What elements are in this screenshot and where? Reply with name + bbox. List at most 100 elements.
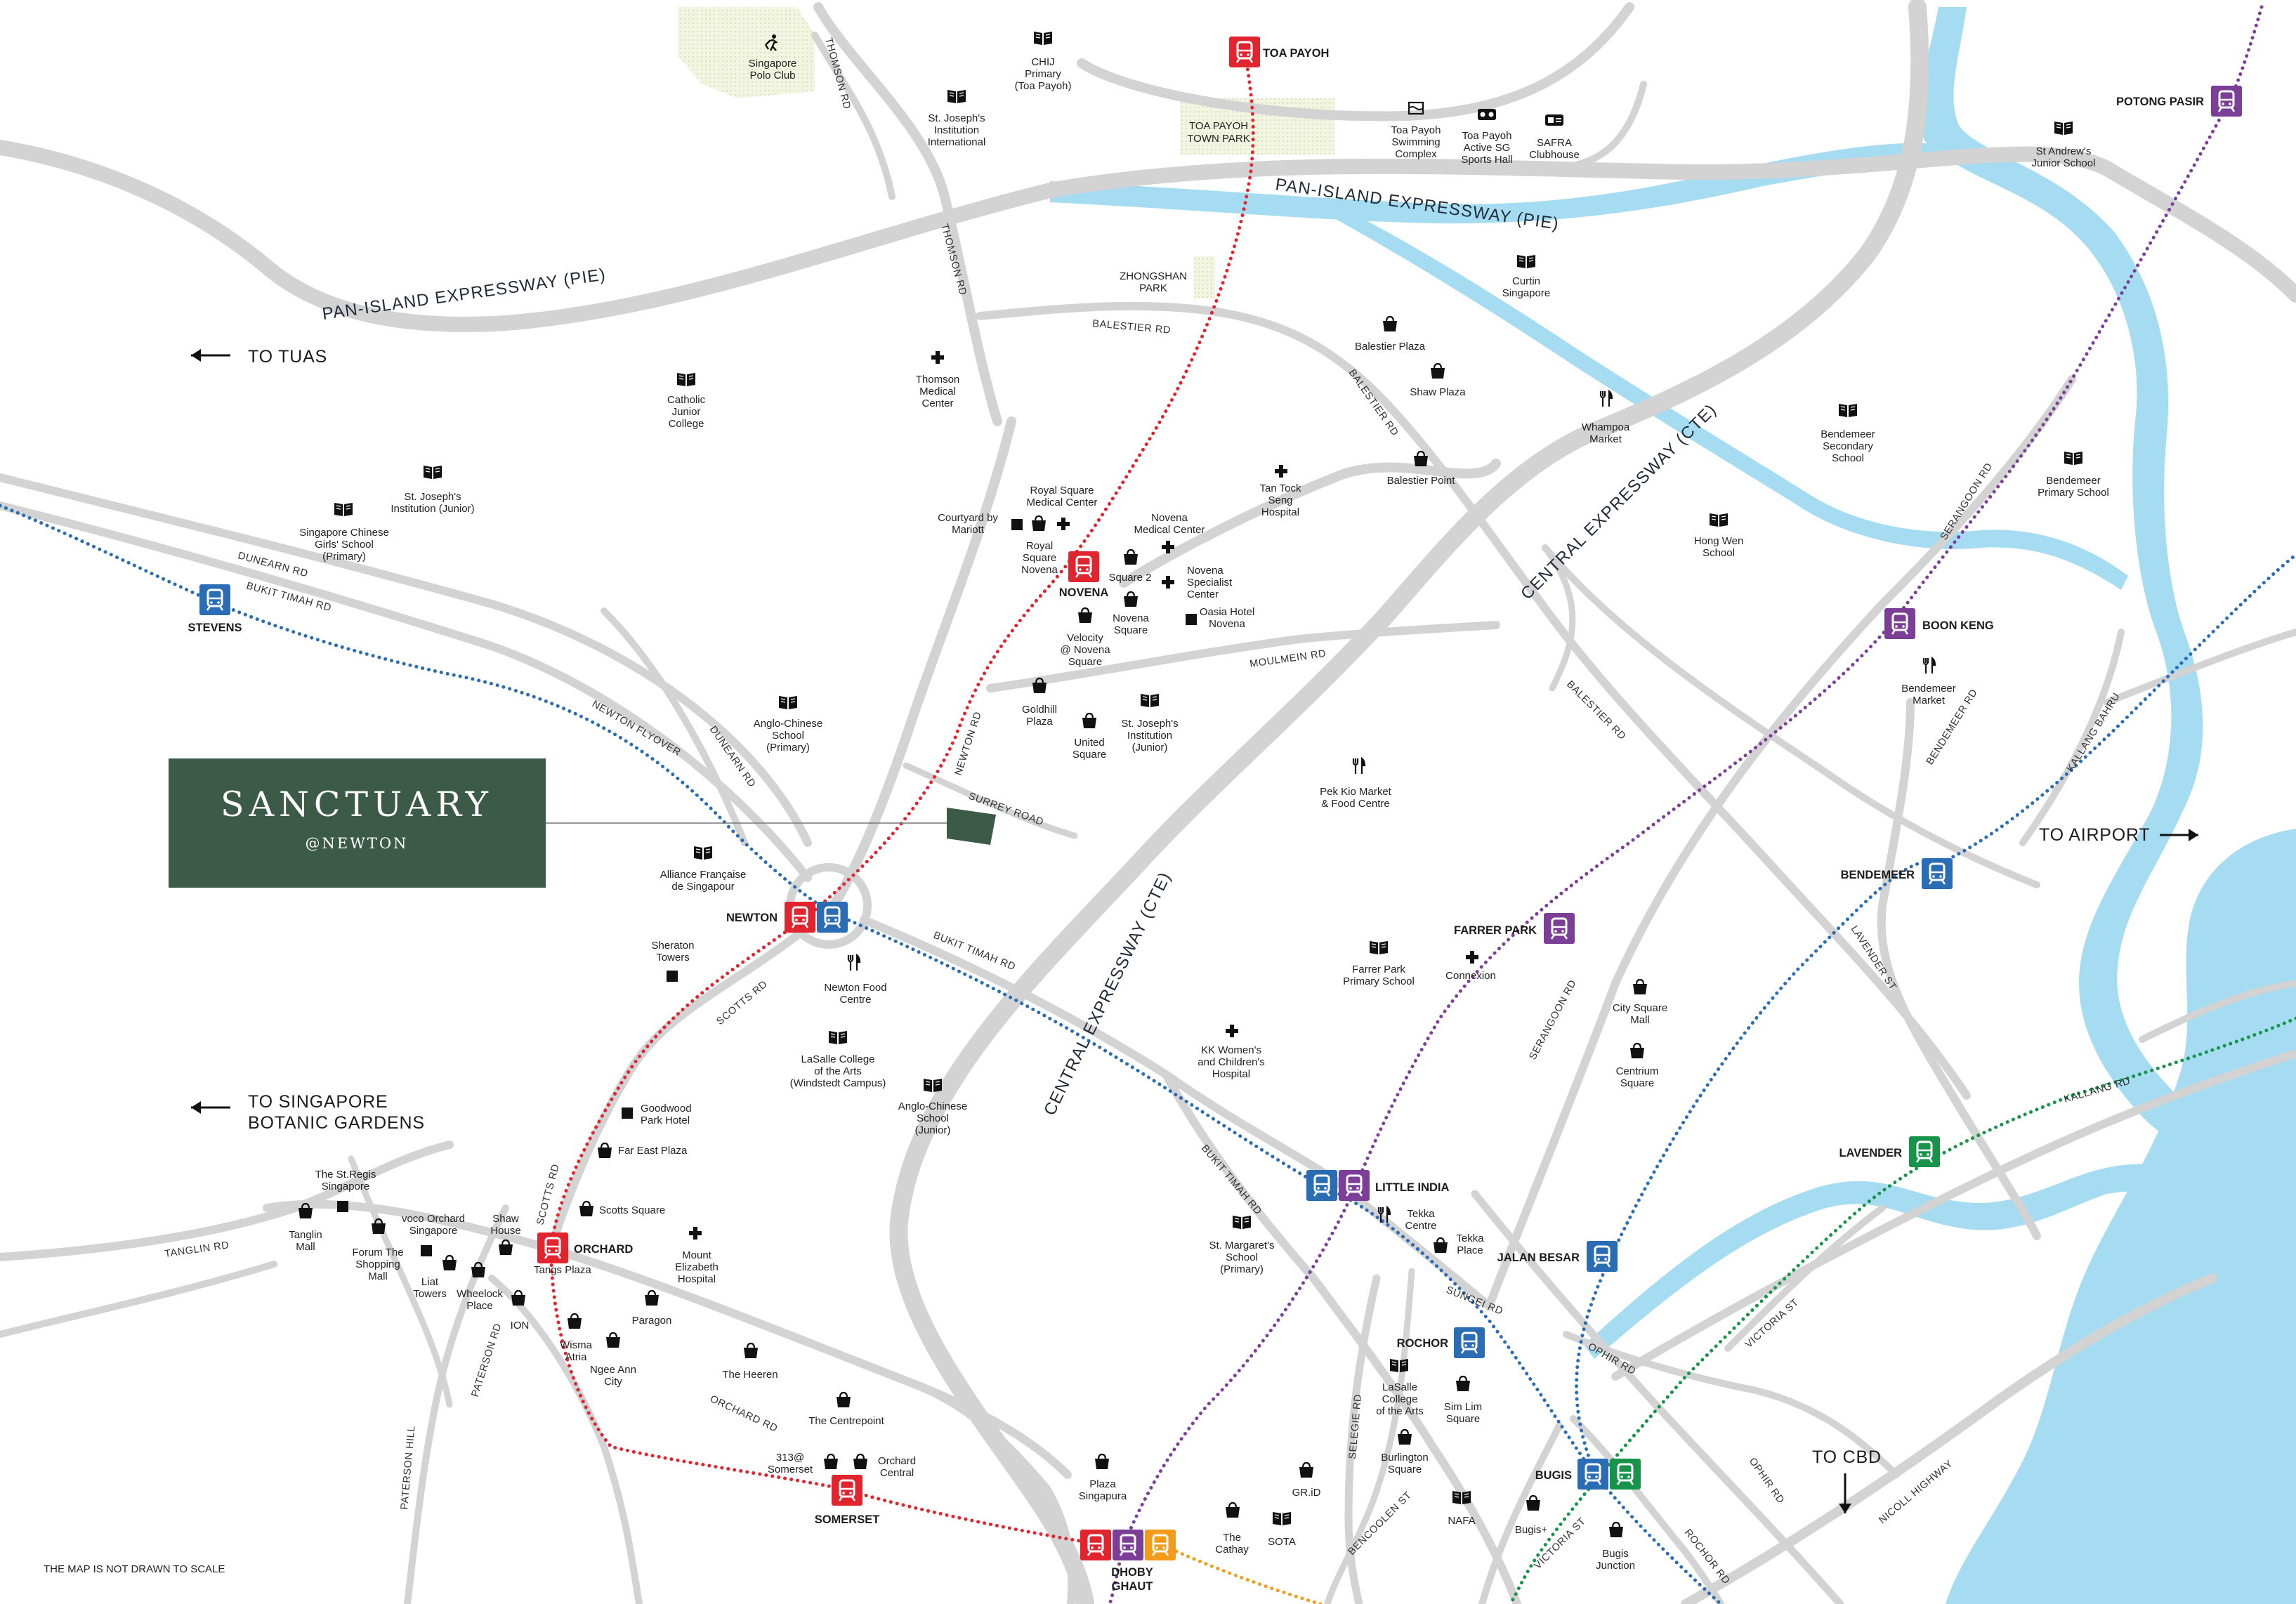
poi-label: (Junior) [915, 1124, 951, 1136]
poi-label: Burlington [1381, 1452, 1429, 1464]
arrow-left-icon [191, 349, 230, 362]
poi-label: Centre [839, 994, 871, 1006]
direction-to-botanic: TO SINGAPORE [248, 1092, 388, 1112]
poi-label: SAFRA [1537, 137, 1572, 149]
development-name: SANCTUARY [221, 784, 493, 824]
poi-label: (Primary) [322, 551, 366, 563]
map-disclaimer: THE MAP IS NOT DRAWN TO SCALE [44, 1563, 225, 1575]
school-icon [1033, 31, 1053, 46]
road-label: KALLANG BAHRU [2065, 691, 2123, 774]
poi-label: Scotts Square [599, 1204, 665, 1216]
shopping-icon [852, 1453, 869, 1471]
poi-label: Complex [1395, 148, 1437, 160]
poi-label: Secondary [1823, 440, 1873, 452]
medical-icon [1226, 1025, 1238, 1037]
poi-label: @ Novena [1060, 644, 1110, 656]
poi-label: Medical Center [1027, 497, 1098, 508]
school-icon [1232, 1215, 1252, 1230]
parks [678, 7, 1334, 298]
hotel-icon [1011, 519, 1023, 530]
shopping-icon [1382, 315, 1398, 333]
poi-label: Elizabeth [675, 1261, 719, 1273]
poi-label: Liat [421, 1276, 439, 1288]
shopping-icon [578, 1200, 595, 1218]
poi-label: Novena [1209, 618, 1245, 630]
poi-label: Specialist [1187, 577, 1233, 589]
svg-text:FARRER PARK: FARRER PARK [1454, 924, 1537, 937]
poi-label: St. Joseph's [928, 112, 985, 124]
arrow-left-icon [191, 1101, 230, 1114]
park-label: PARK [1139, 282, 1167, 294]
development-marker[interactable]: SANCTUARY @NEWTON [169, 758, 996, 888]
school-icon [1369, 940, 1389, 955]
mrt-stations[interactable]: TOA PAYOH POTONG PASIR NOVENA STEVENS BO… [188, 37, 2242, 1593]
shopping-icon [742, 1342, 759, 1360]
poi-label: Pek Kio Market [1320, 786, 1392, 798]
shopping-icon [1629, 1042, 1646, 1060]
poi-label: Farrer Park [1352, 964, 1405, 975]
medical-icon [1162, 576, 1174, 589]
shopping-icon [1122, 548, 1139, 566]
poi-label: Sheraton [652, 940, 695, 952]
poi-label: Singapura [1079, 1490, 1127, 1502]
svg-text:JALAN BESAR: JALAN BESAR [1497, 1251, 1580, 1264]
school-icon [1516, 254, 1536, 269]
poi-label: CHIJ [1031, 56, 1054, 68]
poi-label: House [490, 1225, 520, 1237]
hotel-icon [667, 971, 678, 982]
poi-label: Centre [1405, 1220, 1436, 1232]
poi-label: Bugis+ [1515, 1524, 1548, 1536]
shopping-icon [1608, 1521, 1625, 1539]
poi-label: United [1074, 737, 1104, 749]
park-label: TOWN PARK [1187, 133, 1249, 145]
poi-label: Anglo-Chinese [754, 718, 822, 730]
station-farrer-park: FARRER PARK [1454, 913, 1575, 944]
poi-label: Active SG [1464, 142, 1511, 154]
poi-label: Bendemeer [2046, 475, 2101, 487]
shopping-icon [1455, 1375, 1471, 1393]
school-icon [828, 1030, 848, 1045]
poi-label: Shaw Plaza [1410, 386, 1466, 398]
poi-label: Oasia Hotel [1200, 606, 1254, 618]
shopping-icon [1525, 1494, 1542, 1512]
poi-label: Tekka [1407, 1208, 1435, 1220]
svg-text:BENDEMEER: BENDEMEER [1841, 869, 1915, 881]
water-features [1050, 7, 2296, 1604]
poi-label: and Children's [1198, 1056, 1264, 1068]
poi-label: Square [1114, 624, 1148, 636]
development-subtitle: @NEWTON [306, 835, 409, 852]
poi-label: Forum The [352, 1247, 403, 1258]
direction-labels: TO TUAS TO SINGAPORE BOTANIC GARDENS TO … [191, 347, 2198, 1513]
poi-label: Junction [1596, 1560, 1635, 1572]
shopping-icon [510, 1289, 527, 1307]
school-icon [423, 465, 442, 480]
direction-to-airport: TO AIRPORT [2039, 825, 2151, 845]
poi-label: The [1223, 1532, 1241, 1544]
poi-label: St. Margaret's [1209, 1240, 1275, 1251]
poi-label: Newton Food [824, 982, 886, 994]
circle-line [1157, 1541, 1323, 1604]
shopping-icon [1081, 712, 1098, 730]
svg-text:TOA PAYOH: TOA PAYOH [1263, 47, 1329, 60]
poi-label: Somerset [768, 1464, 813, 1475]
station-dhoby-ghaut: DHOBY GHAUT [1080, 1530, 1176, 1593]
poi-label: Hospital [1212, 1068, 1250, 1080]
shopping-icon [1077, 607, 1094, 624]
poi-label: Catholic [667, 394, 706, 406]
poi-label: Medical [919, 386, 956, 397]
station-stevens: STEVENS [188, 584, 242, 634]
station-lavender: LAVENDER [1839, 1136, 1940, 1167]
food-icon [1922, 657, 1936, 675]
svg-text:GHAUT: GHAUT [1112, 1580, 1153, 1593]
school-icon [1838, 403, 1858, 418]
hotel-icon [337, 1201, 348, 1212]
shopping-icon [1432, 1237, 1449, 1254]
school-icon [947, 89, 966, 104]
road-label: PATERSON RD [470, 1322, 504, 1398]
poi-label: Goodwood [641, 1103, 692, 1115]
school-icon [2054, 121, 2073, 136]
shopping-icon [1429, 362, 1446, 380]
poi-label: Novena [1021, 564, 1058, 576]
poi-label: Atria [565, 1351, 588, 1363]
